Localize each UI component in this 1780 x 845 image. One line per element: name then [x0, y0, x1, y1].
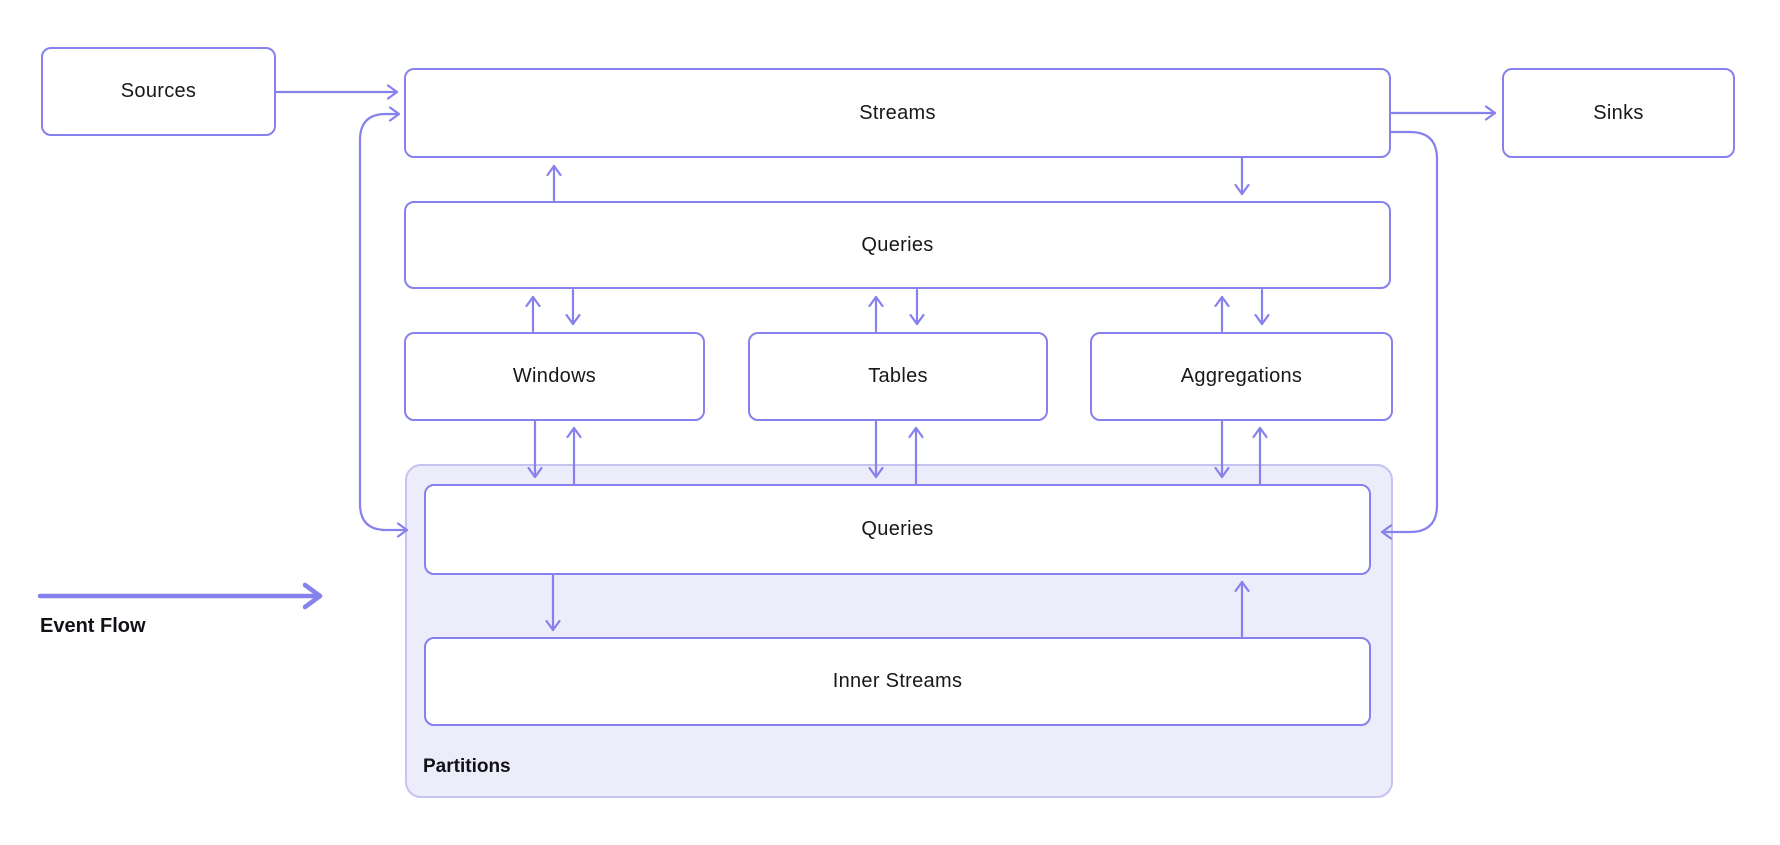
node-partition-queries-label: Queries — [861, 518, 934, 540]
node-tables: Tables — [748, 332, 1048, 421]
node-queries: Queries — [404, 201, 1391, 289]
node-partition-queries: Queries — [424, 484, 1371, 575]
node-sinks: Sinks — [1502, 68, 1735, 158]
partitions-group-label: Partitions — [423, 756, 511, 777]
node-streams: Streams — [404, 68, 1391, 158]
node-inner-streams-label: Inner Streams — [832, 670, 963, 692]
node-queries-label: Queries — [861, 233, 934, 256]
event-flow-label: Event Flow — [40, 615, 146, 637]
node-sinks-label: Sinks — [1593, 101, 1644, 124]
node-sources: Sources — [41, 47, 276, 136]
node-aggregations: Aggregations — [1090, 332, 1393, 421]
node-windows-label: Windows — [512, 365, 597, 387]
node-streams-label: Streams — [859, 101, 936, 124]
node-sources-label: Sources — [120, 80, 197, 102]
node-aggregations-label: Aggregations — [1180, 365, 1303, 387]
node-windows: Windows — [404, 332, 705, 421]
edge-left-loop — [358, 106, 409, 538]
node-tables-label: Tables — [868, 365, 928, 387]
node-inner-streams: Inner Streams — [424, 637, 1371, 726]
